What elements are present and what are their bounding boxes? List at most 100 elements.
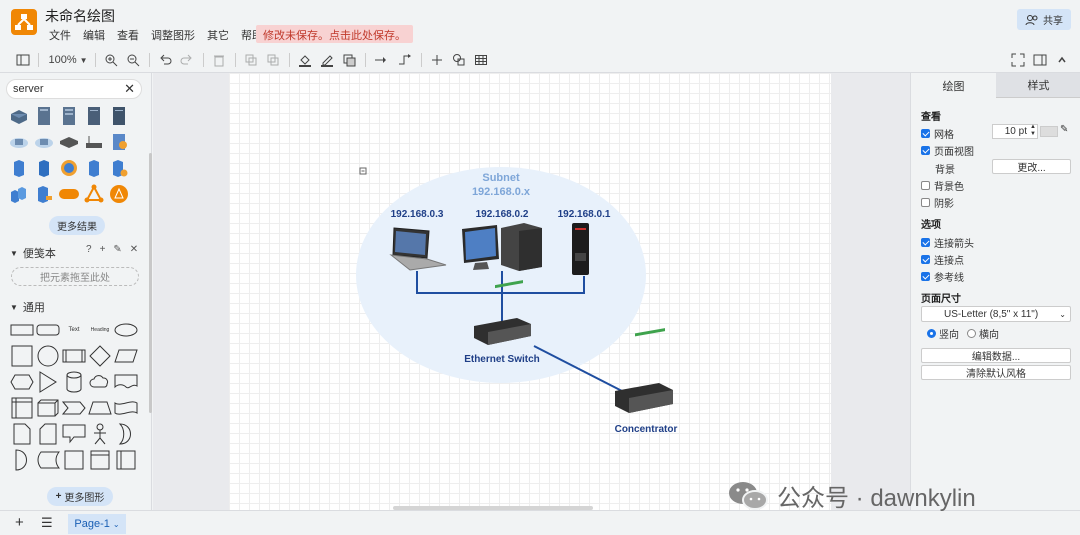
blue-server-icon[interactable] — [6, 155, 31, 181]
menu-edit[interactable]: 编辑 — [83, 30, 105, 42]
shadow-icon[interactable] — [341, 51, 357, 69]
edit-icon[interactable]: ✎ — [113, 244, 122, 255]
to-front-icon[interactable] — [243, 51, 259, 69]
scratchpad-header[interactable]: ▼便笺本 — [10, 245, 56, 261]
switch-concentrator-connector[interactable] — [533, 345, 623, 392]
router-icon[interactable] — [81, 129, 106, 155]
redo-icon[interactable] — [179, 51, 195, 69]
hexagon-shape[interactable] — [9, 369, 35, 395]
desktop-pc-icon[interactable] — [462, 223, 542, 271]
landscape-radio[interactable]: 横向 — [967, 326, 999, 341]
server-group-icon[interactable] — [6, 181, 31, 207]
server-rack-icon[interactable] — [56, 129, 81, 155]
change-background-button[interactable]: 更改... — [992, 159, 1071, 174]
unsaved-changes-banner[interactable]: 修改未保存。点击此处保存。 — [256, 25, 413, 43]
to-back-icon[interactable] — [265, 51, 281, 69]
server-tower-icon[interactable] — [106, 103, 131, 129]
delete-icon[interactable] — [211, 51, 227, 69]
connection-arrow-icon[interactable] — [373, 51, 389, 69]
actor-shape[interactable] — [87, 421, 113, 447]
server-flag-icon[interactable] — [31, 181, 56, 207]
rounded-rectangle-shape[interactable] — [35, 317, 61, 343]
pages-menu-icon[interactable]: ☰ — [41, 515, 53, 530]
laptop-icon[interactable] — [389, 227, 447, 271]
stepper-icon[interactable]: ▲▼ — [1030, 124, 1036, 137]
add-page-icon[interactable]: + — [15, 514, 24, 531]
shapes-icon[interactable] — [451, 51, 467, 69]
clear-default-style-button[interactable]: 清除默认风格 — [921, 365, 1071, 380]
server-shape-icon[interactable] — [6, 103, 31, 129]
format-panel-toggle-icon[interactable] — [14, 51, 32, 69]
firewall-icon[interactable] — [56, 181, 81, 207]
cube-shape[interactable] — [35, 395, 61, 421]
blue-server-icon[interactable] — [31, 155, 56, 181]
parallelogram-shape[interactable] — [113, 343, 139, 369]
table-icon[interactable] — [473, 51, 489, 69]
server-cloud-icon[interactable] — [31, 129, 56, 155]
tab-style[interactable]: 样式 — [996, 73, 1080, 98]
zoom-dropdown[interactable]: 100%▼ — [46, 51, 90, 69]
pencil-icon[interactable]: ✎ — [1060, 124, 1069, 135]
cloud-shape[interactable] — [87, 369, 113, 395]
bus-connector[interactable] — [416, 271, 585, 294]
zoom-in-icon[interactable] — [103, 51, 119, 69]
data-storage-shape[interactable] — [35, 447, 61, 473]
square-shape-2[interactable] — [61, 447, 87, 473]
collapse-icon[interactable] — [1054, 51, 1070, 69]
paper-size-select[interactable]: US-Letter (8,5" x 11")⌄ — [921, 306, 1071, 322]
delay-shape[interactable] — [9, 447, 35, 473]
page-tab[interactable]: Page-1⌄ — [68, 514, 126, 534]
swimlane-shape[interactable] — [113, 447, 139, 473]
grid-color-swatch[interactable] — [1040, 126, 1058, 137]
diamond-shape[interactable] — [87, 343, 113, 369]
help-icon[interactable]: ? — [86, 244, 92, 255]
guides-checkbox[interactable]: 参考线 — [921, 269, 964, 284]
blue-server-icon[interactable] — [81, 155, 106, 181]
more-results-button[interactable]: 更多结果 — [49, 216, 105, 235]
add-icon[interactable]: + — [99, 244, 106, 255]
shadow-checkbox[interactable]: 阴影 — [921, 195, 954, 210]
fill-color-icon[interactable] — [297, 51, 313, 69]
close-icon[interactable]: ✕ — [129, 244, 139, 255]
drawing-page[interactable]: Subnet 192.168.0.x 192.168.0.3 192.168.0… — [229, 73, 831, 510]
server-gear-icon[interactable] — [106, 155, 131, 181]
general-header[interactable]: ▼通用 — [10, 299, 45, 315]
server-tower-icon[interactable] — [31, 103, 56, 129]
heading-shape[interactable]: Heading — [90, 327, 110, 333]
internal-storage-shape[interactable] — [9, 395, 35, 421]
scratchpad-dropzone[interactable]: 把元素拖至此处 — [11, 267, 139, 286]
tab-diagram[interactable]: 绘图 — [911, 73, 996, 98]
concentrator-icon[interactable] — [615, 328, 673, 413]
canvas-scrollbar[interactable] — [393, 506, 593, 510]
document-title[interactable]: 未命名绘图 — [45, 8, 115, 24]
page-view-checkbox[interactable]: 页面视图 — [921, 143, 974, 158]
clear-search-icon[interactable]: ✕ — [124, 81, 135, 96]
line-color-icon[interactable] — [319, 51, 335, 69]
server-rack-icon[interactable] — [572, 223, 589, 275]
rectangle-shape[interactable] — [9, 317, 35, 343]
grid-checkbox[interactable]: 网格 — [921, 126, 954, 141]
server-database-icon[interactable] — [106, 129, 131, 155]
waypoints-icon[interactable] — [395, 51, 415, 69]
insert-plus-icon[interactable] — [429, 51, 445, 69]
search-input[interactable]: server ✕ — [6, 79, 142, 99]
server-tower-icon[interactable] — [81, 103, 106, 129]
canvas-area[interactable]: Subnet 192.168.0.x 192.168.0.3 192.168.0… — [153, 73, 910, 510]
card-shape[interactable] — [35, 421, 61, 447]
cylinder-shape[interactable] — [61, 369, 87, 395]
connection-arrows-checkbox[interactable]: 连接箭头 — [921, 235, 974, 250]
circle-shape[interactable] — [35, 343, 61, 369]
menu-arrange[interactable]: 调整图形 — [151, 30, 195, 42]
more-shapes-button[interactable]: +更多图形 — [47, 487, 113, 506]
network-circle-icon[interactable] — [106, 181, 131, 207]
or-shape[interactable] — [113, 421, 139, 447]
fullscreen-icon[interactable] — [1010, 51, 1026, 69]
callout-shape[interactable] — [61, 421, 87, 447]
document-shape[interactable] — [113, 369, 139, 395]
server-tower-icon[interactable] — [56, 103, 81, 129]
server-cloud-icon[interactable] — [6, 129, 31, 155]
step-shape[interactable] — [61, 395, 87, 421]
menu-file[interactable]: 文件 — [49, 30, 71, 42]
note-shape[interactable] — [9, 421, 35, 447]
container-shape[interactable] — [87, 447, 113, 473]
